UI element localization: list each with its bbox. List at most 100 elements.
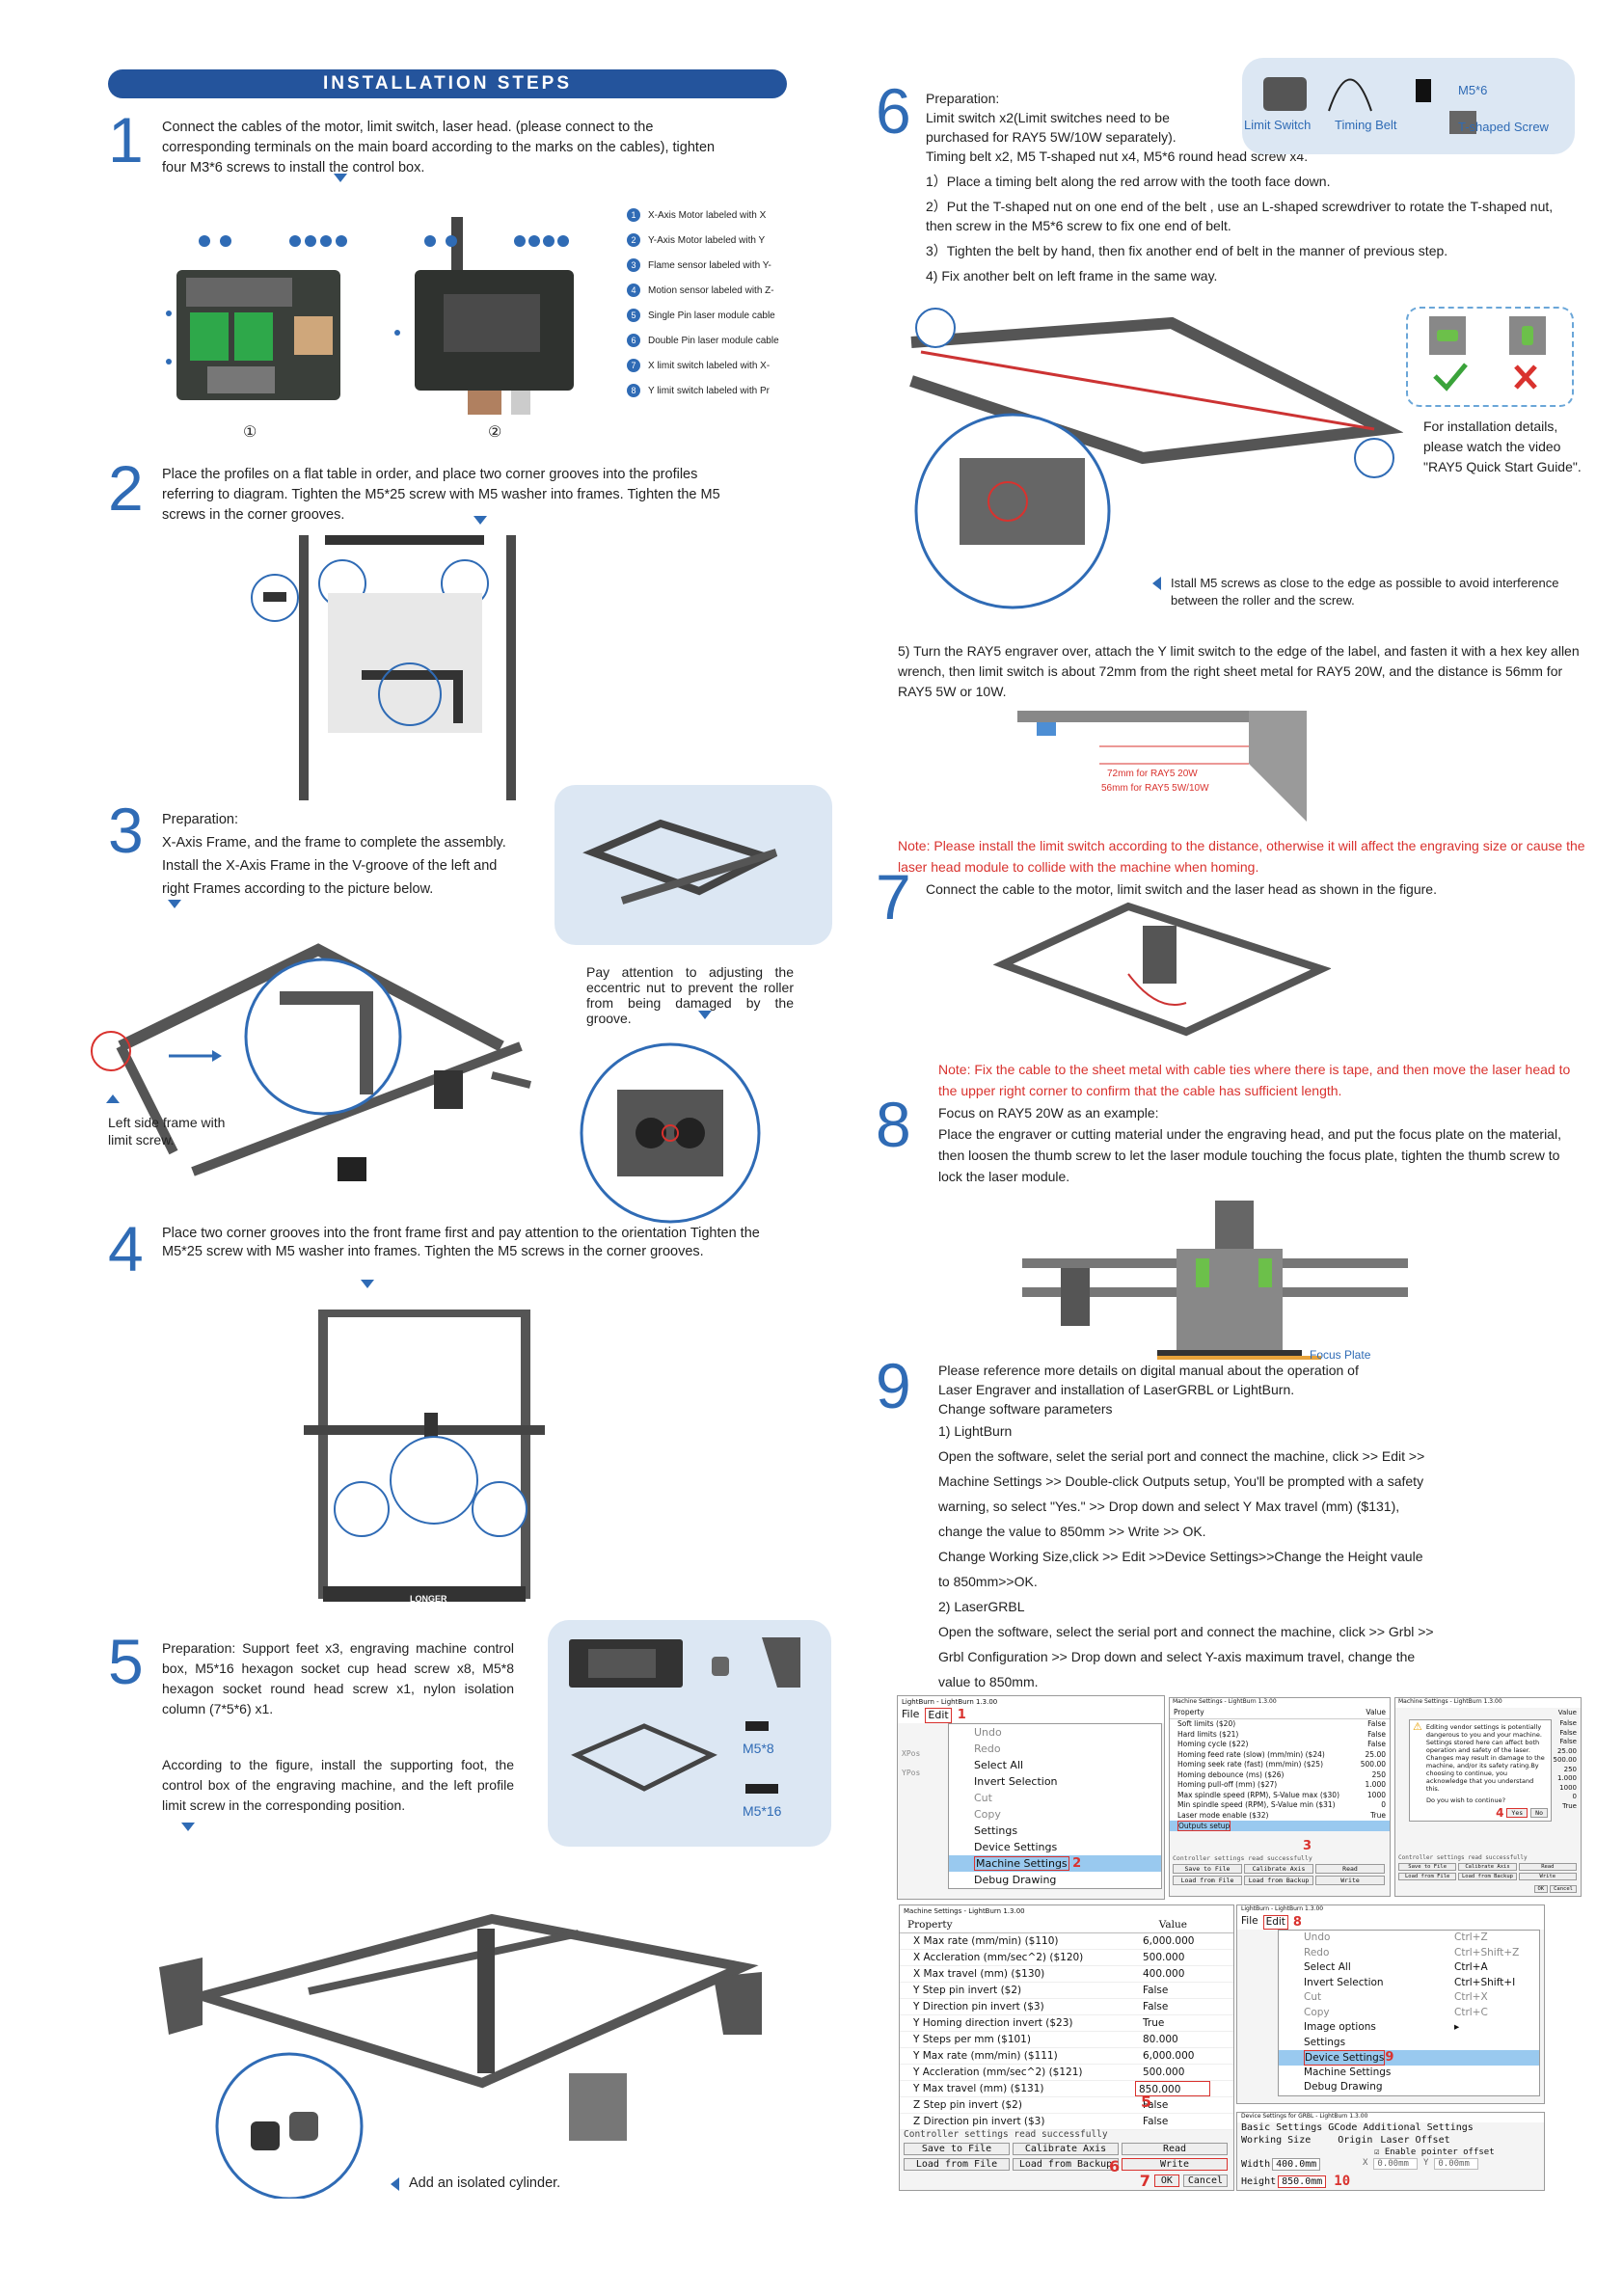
menu-item-debug-drawing[interactable]: Debug Drawing (949, 1872, 1161, 1888)
menu-item-shortcut: Ctrl+Shift+I (1454, 1976, 1516, 1988)
table-row[interactable]: Hard limits ($21)False (1170, 1729, 1390, 1740)
read-button[interactable]: Read (1122, 2143, 1228, 2155)
table-row[interactable]: Y Accleration (mm/sec^2) ($121)500.000 (900, 2065, 1233, 2081)
table-row[interactable]: Y Direction pin invert ($3)False (900, 1999, 1233, 2015)
tab-gcode[interactable]: GCode (1328, 2122, 1358, 2133)
legend-number-badge: 5 (627, 309, 640, 322)
value-cell[interactable]: 850.000 (1135, 2081, 1210, 2096)
load-from-backup-button[interactable]: Load from Backup (1244, 1876, 1313, 1885)
save-to-file-button[interactable]: Save to File (904, 2143, 1010, 2155)
no-button[interactable]: No (1530, 1808, 1548, 1818)
width-input[interactable]: 400.0mm (1272, 2158, 1321, 2171)
table-row[interactable]: Y Steps per mm ($101)80.000 (900, 2032, 1233, 2048)
height-input[interactable]: 850.0mm (1278, 2174, 1327, 2188)
menu-item-cut[interactable]: Cut (949, 1790, 1161, 1806)
menu-item-device-settings[interactable]: Device Settings (949, 1839, 1161, 1855)
menu-file[interactable]: File (1241, 1915, 1258, 1927)
property-cell: Homing cycle ($22) (1177, 1740, 1249, 1748)
menu-item-copy[interactable]: Copy (949, 1806, 1161, 1823)
save-to-file-button[interactable]: Save to File (1173, 1864, 1242, 1874)
y-offset-input[interactable]: 0.00mm (1434, 2158, 1478, 2170)
table-row[interactable]: Laser mode enable ($32)True (1170, 1810, 1390, 1821)
table-row[interactable]: Max spindle speed (RPM), S-Value max ($3… (1170, 1790, 1390, 1800)
load-from-file-button[interactable]: Load from File (1173, 1876, 1242, 1885)
step-3-line: Preparation: (162, 812, 238, 827)
calibrate-axis-button[interactable]: Calibrate Axis (1458, 1863, 1517, 1871)
calibrate-axis-button[interactable]: Calibrate Axis (1013, 2143, 1119, 2155)
write-button[interactable]: Write (1315, 1876, 1385, 1885)
cancel-button[interactable]: Cancel (1550, 1885, 1577, 1893)
lightburn-device-settings-menu-screenshot: LightBurn - LightBurn 1.3.00 File Edit 8… (1236, 1904, 1545, 2104)
table-row[interactable]: Soft limits ($20)False (1170, 1719, 1390, 1730)
load-from-backup-button[interactable]: Load from Backup (1458, 1873, 1517, 1880)
table-row[interactable]: Min spindle speed (RPM), S-Value min ($3… (1170, 1800, 1390, 1811)
table-row[interactable]: Homing seek rate (fast) (mm/min) ($25)50… (1170, 1760, 1390, 1770)
label: Machine Settings (974, 1856, 1069, 1871)
table-row[interactable]: Y Max rate (mm/min) ($111)6,000.000 (900, 2048, 1233, 2065)
step-4-text: Place two corner grooves into the front … (162, 1226, 760, 1259)
read-button[interactable]: Read (1315, 1864, 1385, 1874)
save-to-file-button[interactable]: Save to File (1398, 1863, 1457, 1871)
load-from-file-button[interactable]: Load from File (904, 2158, 1010, 2171)
cancel-button[interactable]: Cancel (1182, 2174, 1228, 2187)
menu-item[interactable]: Machine Settings (1279, 2066, 1539, 2081)
menu-item-settings[interactable]: Settings (949, 1823, 1161, 1839)
x-offset-input[interactable]: 0.00mm (1373, 2158, 1418, 2170)
enable-offset-checkbox[interactable]: ☑ Enable pointer offset (1374, 2147, 1495, 2157)
table-row[interactable]: X Accleration (mm/sec^2) ($120)500.000 (900, 1950, 1233, 1966)
table-row[interactable]: Y Max travel (mm) ($131)850.000 (900, 2081, 1233, 2097)
load-from-file-button[interactable]: Load from File (1398, 1873, 1457, 1880)
step-7-note: Note: Fix the cable to the sheet metal w… (938, 1062, 1571, 1098)
tab-basic-settings[interactable]: Basic Settings (1241, 2122, 1323, 2133)
load-from-backup-button[interactable]: Load from Backup (1013, 2158, 1119, 2171)
menu-file[interactable]: File (902, 1708, 920, 1720)
menu-edit[interactable]: Edit (925, 1708, 952, 1723)
ok-button[interactable]: OK (1153, 2174, 1179, 2187)
dim-72mm-label: 72mm for RAY5 20W (1107, 769, 1198, 779)
menu-item-undo[interactable]: Undo (949, 1724, 1161, 1741)
table-row[interactable]: Z Step pin invert ($2)False (900, 2097, 1233, 2114)
menu-item-machine-settings[interactable]: Machine Settings 2 (949, 1855, 1161, 1872)
table-row[interactable]: Homing debounce (ms) ($26)250 (1170, 1769, 1390, 1780)
menu-item[interactable]: Debug Drawing (1279, 2080, 1539, 2095)
step-3-xaxis-panel (555, 785, 832, 945)
menu-item-redo[interactable]: Redo (949, 1741, 1161, 1757)
table-row[interactable]: Y Step pin invert ($2)False (900, 1983, 1233, 1999)
calibrate-axis-button[interactable]: Calibrate Axis (1244, 1864, 1313, 1874)
mark-1: 1 (957, 1708, 966, 1722)
longer-frame-label: LONGER (410, 1594, 447, 1604)
table-row[interactable]: Outputs setup (1170, 1821, 1390, 1831)
menu-item-shortcut (1454, 2080, 1531, 2095)
table-row[interactable]: Z Direction pin invert ($3)False (900, 2114, 1233, 2130)
table-row[interactable]: Y Homing direction invert ($23)True (900, 2015, 1233, 2032)
menu-item-select-all[interactable]: Select All (949, 1757, 1161, 1773)
table-row[interactable]: X Max travel (mm) ($130)400.000 (900, 1966, 1233, 1983)
limit-switch-label: Limit Switch (1244, 118, 1312, 132)
ok-button[interactable]: OK (1533, 1885, 1549, 1893)
write-button[interactable]: Write (1518, 1873, 1577, 1880)
read-button[interactable]: Read (1518, 1863, 1577, 1871)
menu-item[interactable]: Settings (1279, 2036, 1539, 2051)
table-row[interactable]: Homing pull-off (mm) ($27)1.000 (1170, 1780, 1390, 1791)
table-row[interactable]: X Max rate (mm/min) ($110)6,000.000 (900, 1933, 1233, 1950)
menu-item[interactable]: Image options▸ (1279, 2020, 1539, 2036)
menu-edit[interactable]: Edit (1262, 1915, 1288, 1930)
table-row[interactable]: Homing feed rate (slow) (mm/min) ($24)25… (1170, 1749, 1390, 1760)
menu-item-invert-selection[interactable]: Invert Selection (949, 1773, 1161, 1790)
yes-button[interactable]: Yes (1506, 1808, 1528, 1818)
step-9-line: warning, so select "Yes." >> Drop down a… (938, 1499, 1400, 1514)
write-button[interactable]: Write (1122, 2158, 1228, 2171)
video-note: For installation details, please watch t… (1423, 419, 1582, 474)
step-9-line: change the value to 850mm >> Write >> OK… (938, 1524, 1206, 1539)
tab-additional-settings[interactable]: Additional Settings (1363, 2122, 1474, 2133)
legend-label: Flame sensor labeled with Y- (648, 259, 771, 271)
warning-dialog: ⚠ Editing vendor settings is potentially… (1409, 1719, 1552, 1822)
table-row[interactable]: Homing cycle ($22)False (1170, 1740, 1390, 1750)
